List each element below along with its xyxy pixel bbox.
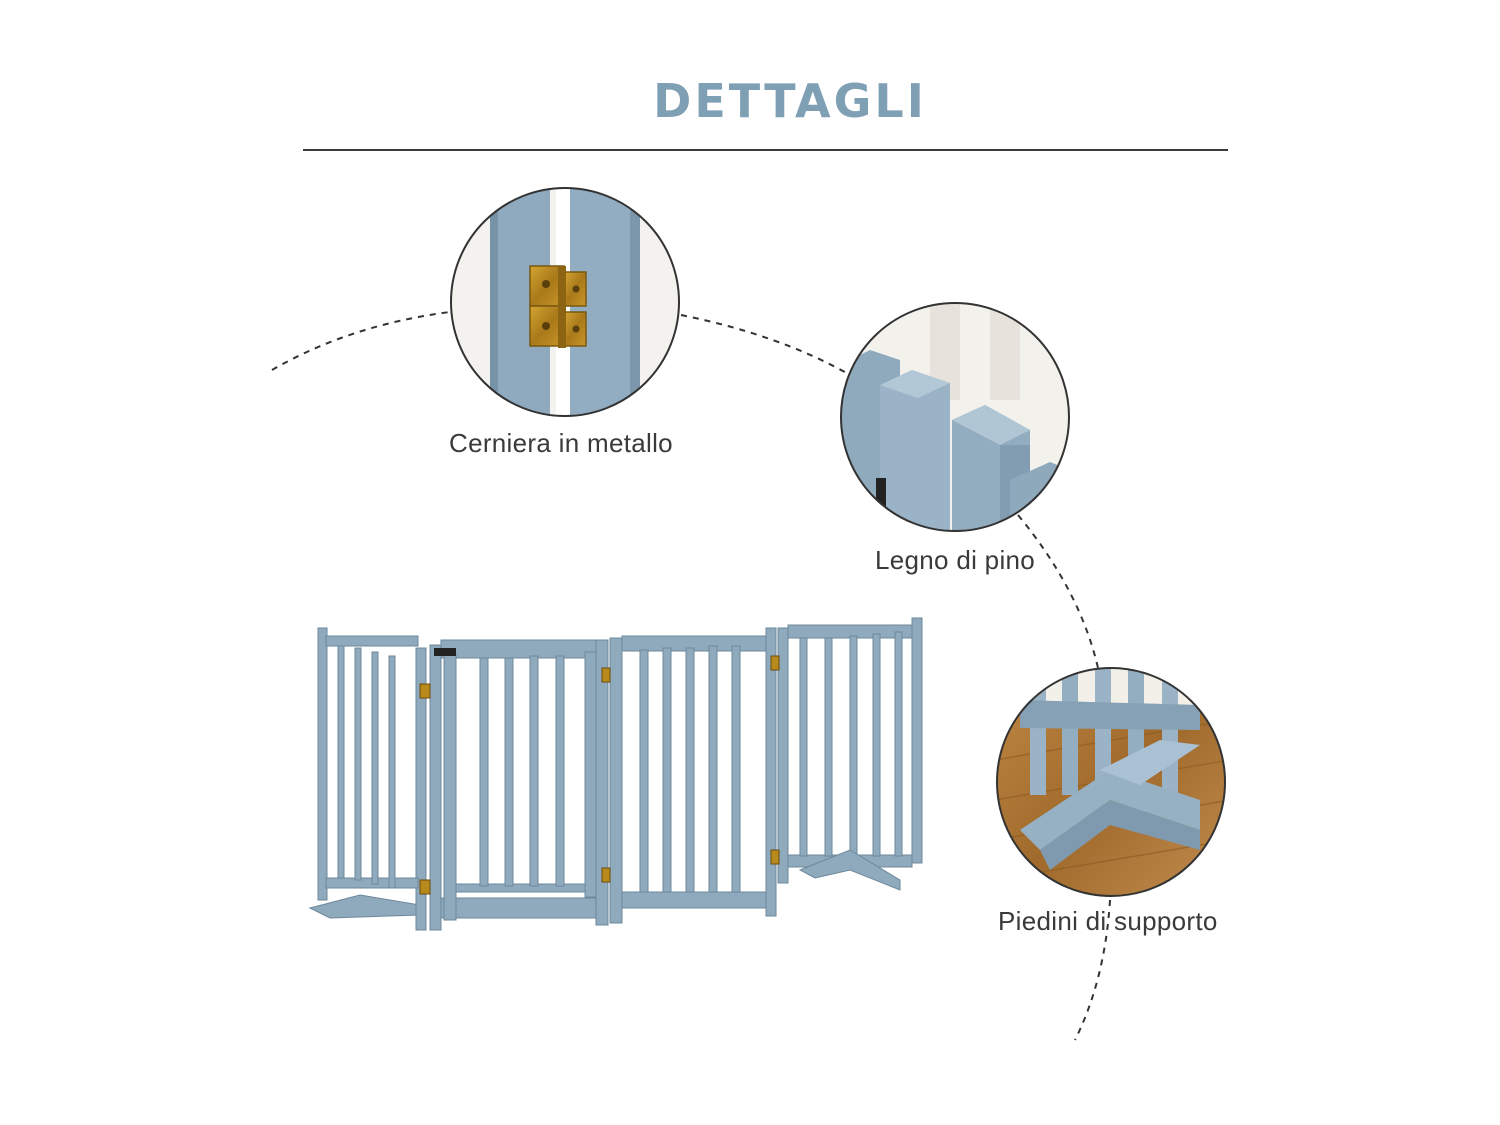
title-divider — [303, 149, 1228, 151]
hinge-closeup-icon — [450, 187, 680, 417]
page-title: DETTAGLI — [653, 74, 927, 128]
support-feet-closeup-icon — [996, 667, 1226, 897]
hinge-caption: Cerniera in metallo — [449, 428, 673, 458]
folding-pet-gate-icon — [308, 617, 923, 931]
feet-caption: Piedini di supporto — [998, 906, 1218, 936]
wood-caption: Legno di pino — [875, 545, 1036, 575]
dashed-connector-arc — [271, 311, 1111, 1041]
pine-wood-closeup-icon — [840, 302, 1070, 532]
